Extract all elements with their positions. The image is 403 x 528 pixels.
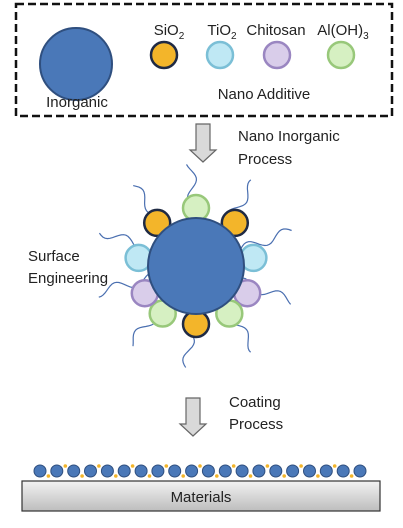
legend-chitosan-label: Chitosan: [246, 22, 305, 39]
coating-additive-dot: [349, 474, 354, 478]
coating-additive-dot: [97, 464, 101, 468]
nano-additive-label: Nano Additive: [218, 86, 311, 103]
coating-additive-dot: [63, 464, 68, 468]
legend-tio-particle: [205, 40, 235, 70]
coating-additive-dot: [332, 464, 337, 468]
process-arrow-2: [178, 397, 208, 437]
coating-additive-dot: [265, 464, 270, 468]
process-arrow-1: [188, 123, 218, 163]
coating-particle: [67, 464, 81, 478]
coating-particle: [353, 464, 367, 478]
coating-particle: [269, 464, 283, 478]
materials-substrate: [21, 480, 381, 512]
legend-sio-particle: [149, 40, 179, 70]
coating-additive-dot: [181, 474, 185, 478]
coating-additive-dot: [248, 474, 253, 478]
materials-label: Materials: [171, 489, 232, 506]
coating-particle: [235, 464, 249, 478]
coating-particle: [319, 464, 333, 478]
legend-al-oh-label: Al(OH)3: [317, 22, 369, 42]
legend-chitosan-particle: [262, 40, 292, 70]
inorganic-label: Inorganic: [46, 94, 108, 111]
coating-particle: [218, 464, 232, 478]
coating-additive-dot: [164, 464, 169, 468]
coating-additive-dot: [299, 464, 303, 468]
nano-inorganic-process-line2: Process: [238, 151, 292, 168]
coating-additive-dot: [198, 464, 202, 468]
coating-particle: [185, 464, 199, 478]
additive-legend: SiO2 TiO2 Chitosan Al(OH)3: [149, 22, 369, 70]
coating-particle: [84, 464, 97, 478]
coating-particle: [33, 464, 47, 478]
coating-particle: [134, 464, 148, 478]
legend-tio-label: TiO2: [207, 22, 237, 42]
nano-inorganic-process-line1: Nano Inorganic: [238, 128, 340, 145]
polymer-chain: [238, 228, 292, 252]
coating-particle: [201, 464, 215, 478]
coating-additive-dot: [114, 474, 118, 478]
engineered-core-particle: [147, 217, 245, 315]
coating-additive-dot: [130, 464, 135, 468]
legend-al-oh-particle: [326, 40, 356, 70]
coating-particle: [286, 464, 300, 478]
coating-particle: [50, 464, 64, 478]
coating-particle: [252, 464, 266, 478]
coating-particle: [168, 464, 182, 478]
coating-additive-dot: [215, 474, 219, 478]
coating-process-line1: Coating: [229, 394, 281, 411]
coating-additive-dot: [147, 474, 152, 478]
coating-process-line2: Process: [229, 416, 283, 433]
legend-sio-label: SiO2: [154, 22, 185, 42]
surface-engineering-line2: Engineering: [28, 270, 108, 287]
inorganic-particle: [39, 27, 113, 101]
coating-particle: [100, 464, 114, 478]
coating-particle: [336, 464, 350, 478]
coating-additive-dot: [231, 464, 236, 468]
coating-additive-dot: [46, 474, 51, 478]
coating-layer: [33, 464, 367, 478]
surface-engineering-line1: Surface: [28, 248, 80, 265]
coating-additive-dot: [282, 474, 287, 478]
coating-particle: [151, 464, 165, 478]
coating-additive-dot: [80, 474, 84, 478]
coating-additive-dot: [316, 474, 320, 478]
coating-particle: [303, 464, 316, 478]
coating-particle: [117, 464, 131, 478]
